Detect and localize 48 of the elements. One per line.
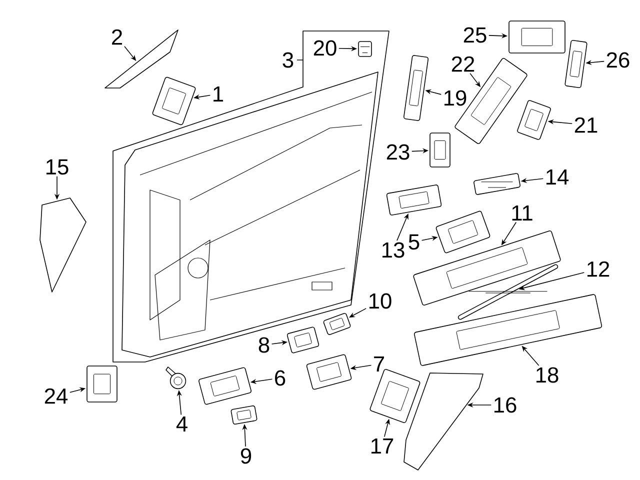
callout-number: 7: [374, 356, 384, 372]
callout-number: 16: [494, 397, 516, 413]
part-drawing: [230, 405, 258, 425]
callout-number: 25: [464, 27, 486, 43]
callout-number: 3: [282, 52, 294, 68]
callout-number: 18: [536, 367, 558, 383]
part-drawing: [86, 366, 118, 402]
part-drawing: [404, 372, 484, 470]
part-drawing: [474, 173, 520, 195]
callout-number: 9: [240, 448, 252, 464]
callout-number: 12: [587, 261, 610, 277]
callout-number: 15: [46, 159, 68, 175]
part-drawing: [104, 30, 178, 88]
part-drawing: [198, 367, 252, 405]
callout-number: 5: [408, 234, 420, 250]
part-drawing: [458, 264, 558, 320]
callout-number: 24: [44, 388, 68, 404]
callout-number: 23: [386, 144, 410, 160]
callout-number: 4: [176, 416, 188, 432]
callout-number: 17: [371, 438, 394, 454]
callout-number: 13: [382, 242, 404, 258]
part-drawing: [166, 366, 186, 390]
part-drawing: [414, 294, 602, 366]
callout-number: 22: [452, 56, 474, 72]
part-drawing: [286, 326, 320, 354]
part-drawing: [386, 184, 442, 216]
callout-number: 21: [574, 117, 598, 133]
part-drawing: [306, 354, 352, 390]
callout-number: 19: [444, 90, 466, 106]
part-drawing: [152, 76, 196, 126]
callout-number: 10: [369, 293, 392, 309]
callout-number: 14: [546, 169, 569, 185]
part-drawing: [358, 41, 372, 57]
part-drawing: [323, 313, 351, 335]
callout-number: 11: [512, 205, 532, 221]
callout-number: 6: [275, 370, 286, 386]
part-drawing: [403, 55, 429, 121]
callout-number: 2: [112, 29, 122, 45]
part-drawing: [508, 20, 566, 54]
part-drawing: [564, 40, 588, 88]
callout-number: 26: [606, 52, 630, 68]
part-drawing: [430, 132, 450, 168]
callout-number: 8: [258, 337, 270, 353]
part-drawing: [436, 210, 490, 254]
callout-number: 20: [314, 40, 336, 56]
part-drawing: [517, 100, 551, 140]
callout-number: 1: [214, 86, 224, 102]
part-drawing: [40, 198, 86, 292]
